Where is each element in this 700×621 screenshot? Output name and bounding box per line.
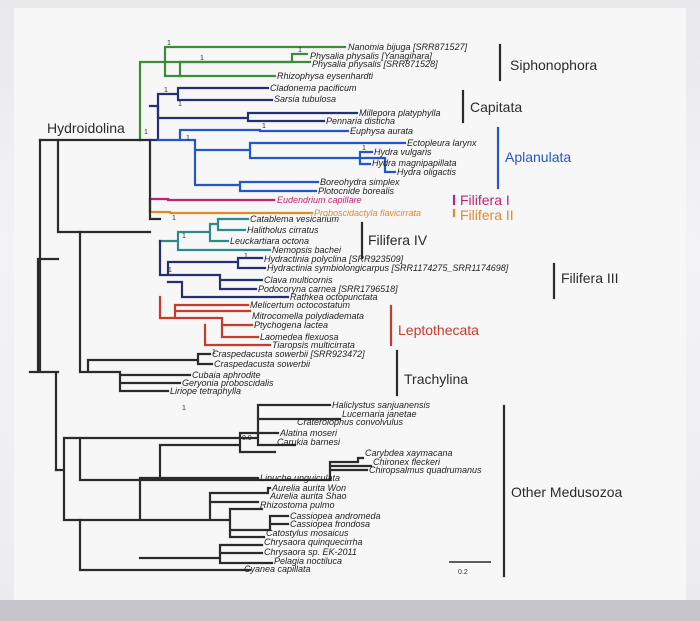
taxon-label: Liriope tetraphylla bbox=[170, 386, 241, 396]
taxon-label: Cassiopea frondosa bbox=[290, 519, 370, 529]
taxon-label: Linuche unguiculata bbox=[260, 473, 340, 483]
taxon-label: Rathkea octopunctata bbox=[290, 292, 378, 302]
taxon-label: Hydra oligactis bbox=[397, 167, 457, 177]
taxon-label: Leuckartiara octona bbox=[230, 236, 309, 246]
taxon-label: Ectopleura larynx bbox=[407, 138, 477, 148]
taxon-label: Halitholus cirratus bbox=[247, 225, 319, 235]
clade-label-filifera-4: Filifera IV bbox=[368, 232, 428, 248]
support-value: 1 bbox=[164, 87, 168, 94]
taxon-label: Lucernaria janetae bbox=[342, 409, 417, 419]
taxon-label: Euphysa aurata bbox=[350, 126, 413, 136]
taxon-label: Hydra magnipapillata bbox=[372, 158, 457, 168]
taxon-label: Craspedacusta sowerbii [SRR923472] bbox=[212, 349, 365, 359]
taxon-label: Alatina moseri bbox=[279, 428, 338, 438]
taxon-label: Hydra vulgaris bbox=[374, 147, 432, 157]
taxon-label: Carukia barnesi bbox=[277, 437, 341, 447]
taxon-label: Geryonia proboscidalis bbox=[182, 378, 274, 388]
taxon-label: Physalia physalis [SRR871528] bbox=[312, 59, 438, 69]
support-value: 1 bbox=[362, 145, 366, 152]
taxon-label: Cubaia aphrodite bbox=[192, 370, 261, 380]
clade-label-trachylina: Trachylina bbox=[404, 371, 468, 387]
taxon-label: Mitrocomella polydiademata bbox=[252, 311, 364, 321]
taxon-label: Clava multicornis bbox=[264, 275, 333, 285]
scale-bar-label: 0.2 bbox=[458, 569, 468, 576]
taxon-label: Catostylus mosaicus bbox=[266, 528, 349, 538]
bottom-strip bbox=[0, 600, 700, 621]
support-value: 1 bbox=[212, 349, 216, 356]
taxon-label: Tiaropsis multicirrata bbox=[272, 340, 355, 350]
taxon-label: Hydractinia polyclina [SRR923509] bbox=[264, 254, 404, 264]
clade-label-other-medusozoa: Other Medusozoa bbox=[511, 484, 622, 500]
taxon-label: Proboscidactyla flavicirrata bbox=[314, 208, 421, 218]
clade-label-leptothecata: Leptothecata bbox=[398, 322, 479, 338]
root-label-hydroidolina: Hydroidolina bbox=[47, 120, 125, 136]
taxon-label: Carybdea xaymacana bbox=[365, 448, 453, 458]
support-value: 1 bbox=[186, 135, 190, 142]
taxon-label: Aurelia aurita Shao bbox=[269, 491, 347, 501]
taxon-label: Haliclystus sanjuanensis bbox=[332, 400, 431, 410]
clade-label-aplanulata: Aplanulata bbox=[505, 149, 571, 165]
taxon-label: Aurelia aurita Won bbox=[271, 483, 346, 493]
taxon-label: Chrysaora sp. EK-2011 bbox=[264, 547, 357, 557]
support-value: 1 bbox=[262, 123, 266, 130]
clade-label-capitata: Capitata bbox=[470, 99, 522, 115]
taxon-label: Catablema vesicarium bbox=[250, 214, 340, 224]
clade-label-filifera-1: Filifera I bbox=[460, 192, 510, 208]
taxon-label: Millepora platyphylla bbox=[359, 108, 441, 118]
taxon-label: Cladonema pacificum bbox=[270, 83, 357, 93]
taxon-label: Chrysaora quinquecirrha bbox=[264, 537, 363, 547]
branch-root-lower bbox=[38, 257, 58, 472]
taxon-label: Nanomia bijuga [SRR871527] bbox=[348, 42, 468, 52]
support-value: 1 bbox=[182, 233, 186, 240]
support-value: 1 bbox=[144, 129, 148, 136]
taxon-label: Cassiopea andromeda bbox=[290, 511, 381, 521]
taxon-label: Craspedacusta sowerbii bbox=[214, 359, 311, 369]
support-value: 1 bbox=[200, 55, 204, 62]
support-value: 1 bbox=[244, 253, 248, 260]
taxon-label: Podocoryna carnea [SRR1796518] bbox=[258, 284, 398, 294]
taxon-label: Rhizophysa eysenhardti bbox=[277, 71, 374, 81]
clade-label-filifera-2: Filifera II bbox=[460, 207, 514, 223]
support-value: 1 bbox=[178, 101, 182, 108]
taxon-label: Nemopsis bachei bbox=[272, 245, 342, 255]
taxon-label: Chiropsalmus quadrumanus bbox=[369, 465, 482, 475]
support-value: 1 bbox=[172, 215, 176, 222]
taxon-label: Boreohydra simplex bbox=[320, 177, 400, 187]
taxon-label: Craterolophus convolvulus bbox=[297, 417, 404, 427]
support-value: 1 bbox=[182, 405, 186, 412]
node-value: 0.9 bbox=[242, 435, 252, 442]
taxon-label: Eudendrium capillare bbox=[277, 195, 362, 205]
taxon-label: Pelagia noctiluca bbox=[274, 556, 342, 566]
taxon-label: Pennaria disticha bbox=[326, 116, 395, 126]
taxon-label: Cyanea capillata bbox=[244, 564, 311, 574]
taxon-label: Hydractinia symbiolongicarpus [SRR117427… bbox=[267, 263, 509, 273]
clade-label-filifera-3: Filifera III bbox=[561, 270, 619, 286]
taxon-label: Chironex fleckeri bbox=[373, 457, 441, 467]
taxon-label: Ptychogena lactea bbox=[254, 320, 328, 330]
taxon-label: Rhizostoma pulmo bbox=[260, 500, 335, 510]
support-value: 1 bbox=[168, 267, 172, 274]
taxon-label: Sarsia tubulosa bbox=[274, 94, 336, 104]
paper-sheet bbox=[14, 8, 686, 600]
support-value: 1 bbox=[298, 47, 302, 54]
clade-label-siphonophora: Siphonophora bbox=[510, 57, 597, 73]
taxon-label: Physalia physalis [Yanagihara] bbox=[310, 51, 432, 61]
taxon-label: Melicertum octocostatum bbox=[250, 300, 351, 310]
support-value: 1 bbox=[167, 40, 171, 47]
taxon-label: Plotocnide borealis bbox=[318, 186, 395, 196]
taxon-label: Laomedea flexuosa bbox=[260, 332, 339, 342]
